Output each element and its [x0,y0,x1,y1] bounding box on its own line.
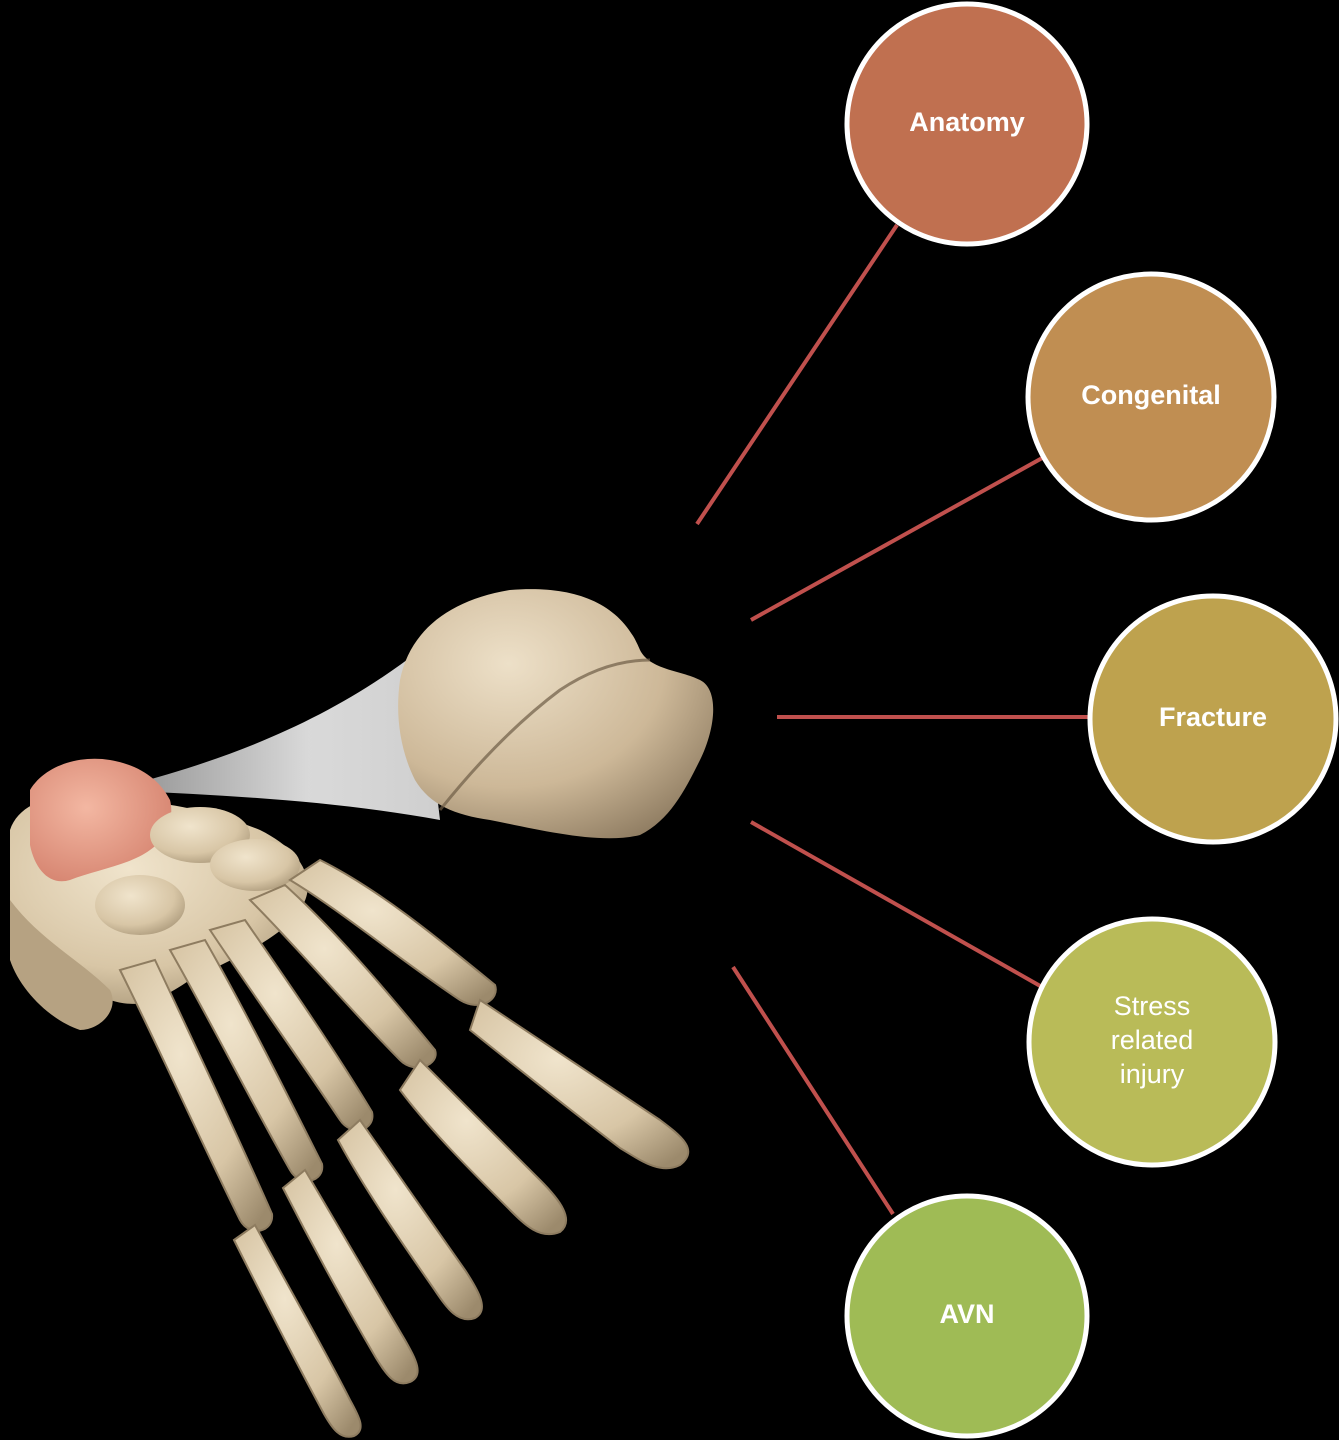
node-label-congenital: Congenital [1081,380,1221,410]
node-label-anatomy: Anatomy [909,107,1025,137]
node-anatomy: Anatomy [847,4,1087,244]
node-label-stress-related-injury-line-3: injury [1120,1059,1185,1089]
node-label-fracture: Fracture [1159,702,1267,732]
node-label-avn: AVN [939,1299,994,1329]
node-fracture: Fracture [1090,596,1336,842]
connector-congenital [751,457,1044,620]
connector-stress-related-injury [751,822,1042,987]
magnified-bone [398,589,713,838]
node-label-stress-related-injury-line-1: Stress [1114,991,1191,1021]
cuneiform-bone-3 [95,875,185,935]
node-label-stress-related-injury-line-2: related [1111,1025,1194,1055]
connector-anatomy [697,225,897,524]
node-congenital: Congenital [1028,274,1274,520]
connector-avn [733,967,893,1214]
foot-skeleton-illustration [10,589,713,1437]
node-stress-related-injury: Stress related injury [1029,919,1275,1165]
node-avn: AVN [847,1196,1087,1436]
cuneiform-bone-2 [210,839,300,891]
